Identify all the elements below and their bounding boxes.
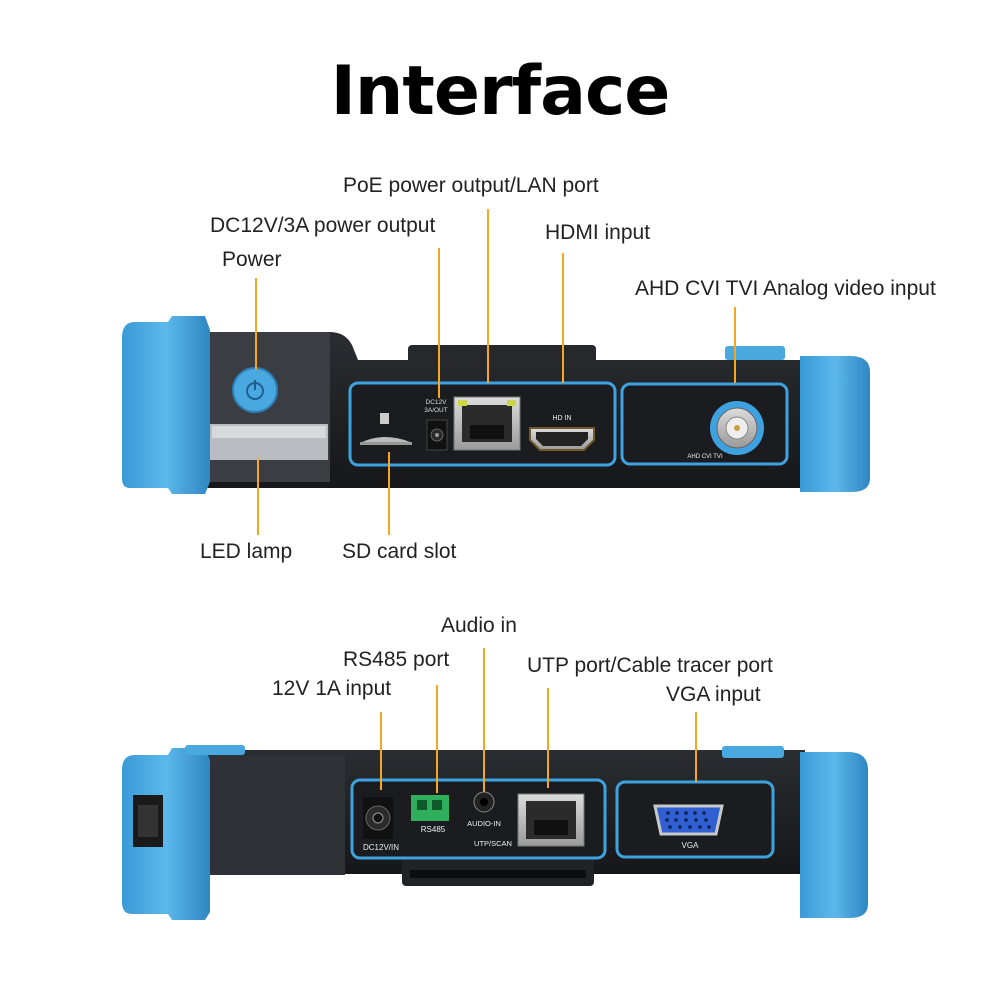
bottom-leader-lines: [380, 648, 697, 793]
top-leader-lines: [255, 209, 736, 535]
page-title: Interface: [330, 52, 671, 131]
label-audio-in: Audio in: [441, 614, 517, 637]
label-led-lamp: LED lamp: [200, 540, 293, 563]
dc-out-text-2: 3A/OUT: [424, 407, 448, 414]
rs485-text: RS485: [421, 825, 446, 834]
label-hdmi-input: HDMI input: [545, 221, 651, 244]
vga-port: [653, 804, 724, 836]
label-poe-lan: PoE power output/LAN port: [343, 174, 599, 197]
top-left-bumper: [122, 316, 210, 494]
label-rs485-port: RS485 port: [343, 648, 450, 671]
label-sd-card-slot: SD card slot: [342, 540, 457, 563]
rs485-terminal: [411, 795, 449, 821]
dc-out-text-1: DC12V: [426, 399, 448, 406]
label-12v-input: 12V 1A input: [272, 677, 392, 700]
top-right-bumper: [800, 356, 870, 492]
sd-card-icon: [380, 413, 389, 424]
bottom-device: DC12V/IN RS485 AUDIO-IN UTP/SCAN VGA: [122, 745, 868, 920]
dc-in-text: DC12V/IN: [363, 843, 399, 852]
label-power: Power: [222, 248, 282, 271]
label-dc12v-output: DC12V/3A power output: [210, 214, 436, 237]
audio-text: AUDIO-IN: [467, 819, 501, 828]
bottom-right-bumper: [800, 752, 868, 918]
label-vga-input: VGA input: [666, 683, 761, 706]
vga-text: VGA: [682, 841, 700, 850]
hd-in-text: HD IN: [552, 415, 571, 422]
sd-card-slot: [362, 437, 410, 442]
label-utp-port: UTP port/Cable tracer port: [527, 654, 773, 677]
top-device: DC12V 3A/OUT HD IN AHD CVI TVI: [122, 316, 870, 494]
label-analog-input: AHD CVI TVI Analog video input: [635, 277, 936, 300]
bottom-left-bumper: [122, 748, 210, 920]
utp-text: UTP/SCAN: [474, 839, 512, 848]
analog-port-text: AHD CVI TVI: [687, 454, 723, 460]
